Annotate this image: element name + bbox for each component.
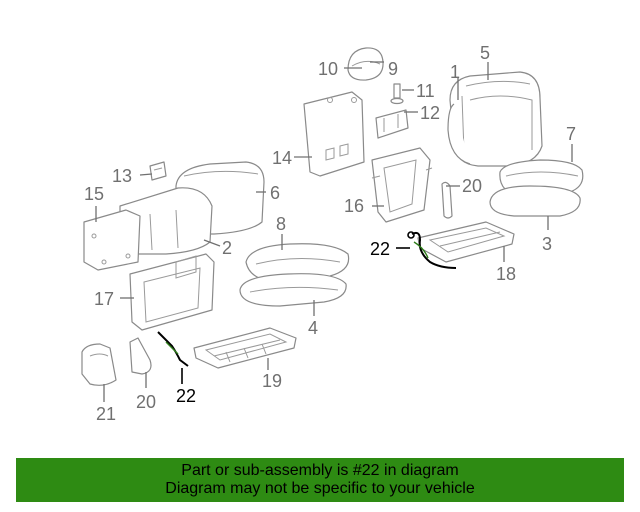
callout-12: 12 bbox=[420, 103, 440, 123]
part-12-bracket[interactable] bbox=[375, 109, 409, 139]
part-15-back-trim[interactable] bbox=[83, 209, 141, 271]
part-14-back-panel[interactable] bbox=[303, 91, 365, 177]
part-13-latch[interactable] bbox=[149, 161, 167, 181]
callout-22-right: 22 bbox=[370, 239, 390, 259]
info-banner: Part or sub-assembly is #22 in diagram D… bbox=[16, 458, 624, 502]
callout-14: 14 bbox=[272, 148, 292, 168]
callout-labels: 10 9 11 12 14 1 5 7 20 16 3 13 6 2 15 8 … bbox=[84, 43, 576, 424]
callout-20-right: 20 bbox=[462, 176, 482, 196]
callout-20-left: 20 bbox=[136, 392, 156, 412]
callout-2: 2 bbox=[222, 238, 232, 258]
banner-line-2: Diagram may not be specific to your vehi… bbox=[165, 480, 475, 497]
callout-18: 18 bbox=[496, 264, 516, 284]
callout-10: 10 bbox=[318, 59, 338, 79]
callout-16: 16 bbox=[344, 196, 364, 216]
part-17-seat-frame-left[interactable] bbox=[129, 253, 215, 331]
part-16-back-frame[interactable] bbox=[371, 147, 433, 223]
seat-exploded-diagram: 10 9 11 12 14 1 5 7 20 16 3 13 6 2 15 8 … bbox=[81, 43, 584, 424]
part-19-seat-pan[interactable] bbox=[193, 327, 297, 369]
part-3-cushion-pad[interactable] bbox=[489, 185, 581, 217]
banner-line-1: Part or sub-assembly is #22 in diagram bbox=[181, 462, 459, 479]
callout-11: 11 bbox=[416, 81, 435, 101]
callout-21: 21 bbox=[96, 404, 116, 424]
part-8-bench-cushion[interactable] bbox=[245, 243, 350, 283]
callout-5: 5 bbox=[480, 43, 490, 63]
part-10-headrest[interactable] bbox=[347, 47, 384, 81]
callout-17: 17 bbox=[94, 289, 114, 309]
callout-8: 8 bbox=[276, 214, 286, 234]
callout-13: 13 bbox=[112, 166, 132, 186]
part-21-side-cover[interactable] bbox=[81, 343, 117, 386]
callout-6: 6 bbox=[270, 183, 280, 203]
callout-22-left: 22 bbox=[176, 386, 196, 406]
leader-lines bbox=[95, 61, 573, 402]
callout-7: 7 bbox=[566, 124, 576, 144]
part-4-bench-pad[interactable] bbox=[239, 273, 347, 307]
part-2-seat-back-left[interactable] bbox=[119, 187, 213, 255]
callout-15: 15 bbox=[84, 184, 104, 204]
part-18-seat-frame[interactable] bbox=[417, 221, 515, 263]
callout-19: 19 bbox=[262, 371, 282, 391]
part-11-guide[interactable] bbox=[390, 83, 404, 105]
callout-4: 4 bbox=[308, 318, 318, 338]
part-22-harness-right[interactable] bbox=[407, 231, 457, 269]
part-20-hinge-cover-right[interactable] bbox=[441, 181, 453, 219]
part-20-hinge-cover-left[interactable] bbox=[129, 337, 152, 375]
part-1-5-seat-back[interactable] bbox=[447, 71, 543, 167]
callout-1: 1 bbox=[450, 62, 460, 82]
callout-9: 9 bbox=[388, 59, 398, 79]
callout-3: 3 bbox=[542, 234, 552, 254]
part-22-harness-left[interactable] bbox=[157, 331, 189, 367]
